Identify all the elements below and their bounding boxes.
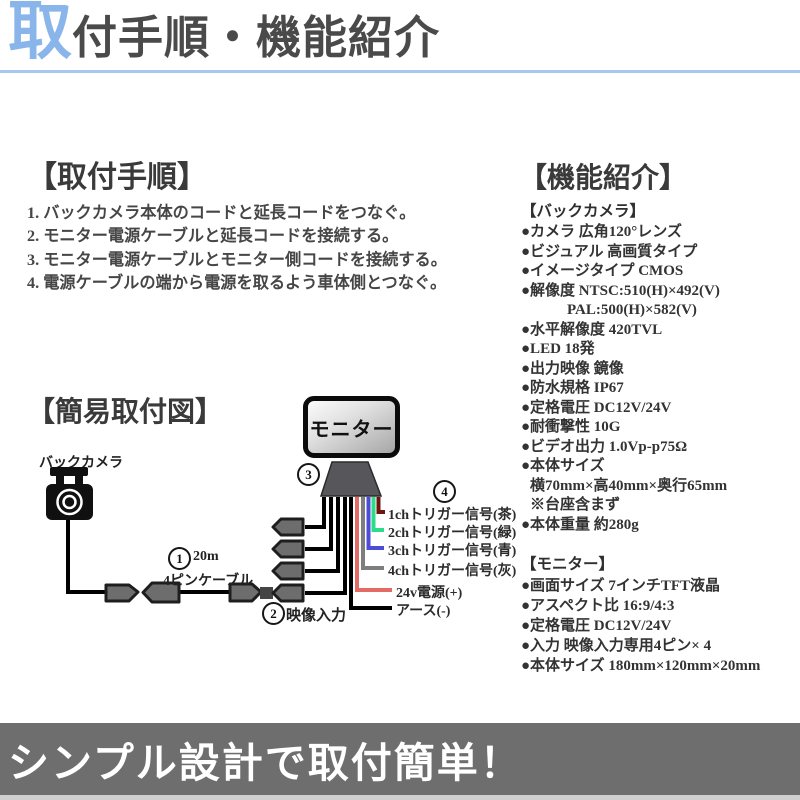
monitor-spec-list: ●画面サイズ 7インチTFT液晶 ●アスペクト比 16:9/4:3 ●定格電圧 … <box>521 576 799 676</box>
footer-banner: シンプル設計で取付簡単！ <box>0 723 800 795</box>
install-steps-list: 1. バックカメラ本体のコードと延長コードをつなぐ。 2. モニター電源ケーブル… <box>27 202 497 296</box>
wire-label-24v: 24v電源(+) <box>396 586 463 601</box>
install-step-2: 2. モニター電源ケーブルと延長コードを接続する。 <box>27 227 399 246</box>
header-underline <box>0 70 800 73</box>
spec-item: ●耐衝撃性 10G <box>521 419 621 435</box>
spec-item: ●水平解像度 420TVL <box>521 321 663 338</box>
spec-item: ●本体サイズ 180mm×120mm×20mm <box>521 658 761 674</box>
install-step-3: 3. モニター電源ケーブルとモニター側コードを接続する。 <box>27 250 447 269</box>
monitor: モニター <box>303 396 400 458</box>
features-title: 【機能紹介】 <box>519 163 688 194</box>
video-wire-3 <box>305 497 340 573</box>
header-accent-char: 取 <box>8 0 72 67</box>
callout-2-num: 2 <box>270 605 277 621</box>
wire-ground <box>349 497 392 610</box>
install-step-4: 4. 電源ケーブルの端から電源を取るよう車体側とつなぐ。 <box>27 274 447 293</box>
camera-spec-list: ●カメラ 広角120°レンズ ●ビジュアル 高画質タイプ ●イメージタイプ CM… <box>521 223 799 535</box>
callout-4-num: 4 <box>441 483 448 499</box>
spec-item: ●本体重量 約280g <box>521 516 639 533</box>
connector-plug <box>104 583 140 603</box>
features-section: 【機能紹介】 【バックカメラ】 ●カメラ 広角120°レンズ ●ビジュアル 高画… <box>519 156 799 676</box>
spec-item: ●解像度 NTSC:510(H)×492(V) <box>521 282 720 299</box>
diagram-title: 【簡易取付図】 <box>27 397 224 428</box>
spec-item: ●ビデオ出力 1.0Vp-p75Ω <box>521 438 688 455</box>
video-plug-1 <box>271 517 305 537</box>
connector-plug <box>141 581 181 604</box>
camera-spec-title: 【バックカメラ】 <box>521 203 646 220</box>
back-camera-icon <box>46 467 93 520</box>
callout-3-badge: 3 <box>297 463 320 486</box>
video-input-label: 映像入力 <box>286 608 347 624</box>
wire-1ch <box>376 497 385 514</box>
spec-item: ●防水規格 IP67 <box>521 380 624 396</box>
spec-item: ●アスペクト比 16:9/4:3 <box>521 598 675 614</box>
video-plug-2 <box>271 539 305 559</box>
footer-bottom-strip <box>0 795 800 800</box>
spec-item: ●出力映像 鏡像 <box>521 360 624 377</box>
wire-label-3ch: 3chトリガー信号(青) <box>388 544 517 559</box>
cable-length-label: 20m <box>193 549 219 564</box>
wire-4ch <box>361 497 384 570</box>
spec-item-continuation: ※台座含まず <box>530 497 621 513</box>
spec-item: ●入力 映像入力専用4ピン× 4 <box>521 638 712 654</box>
cable-type-label: 4ピンケーブル <box>163 574 254 589</box>
footer-slogan: シンプル設計で取付簡単！ <box>8 740 523 786</box>
page-header: 取 付手順・機能紹介 <box>8 0 440 68</box>
video-wire-1 <box>305 497 326 529</box>
video-plug-4 <box>271 583 305 603</box>
callout-1-num: 1 <box>176 550 183 566</box>
spec-item: ●カメラ 広角120°レンズ <box>521 224 683 240</box>
video-wire-4 <box>305 497 347 595</box>
spec-item: ●画面サイズ 7インチTFT液晶 <box>521 578 721 594</box>
spec-item: ●ビジュアル 高画質タイプ <box>521 243 698 260</box>
video-plug-3 <box>271 561 305 581</box>
wire-label-ground: アース(-) <box>396 604 451 619</box>
callout-4-badge: 4 <box>433 480 456 503</box>
spec-item: ●イメージタイプ CMOS <box>521 263 684 279</box>
spec-item: ●本体サイズ <box>521 458 605 474</box>
spec-item-continuation: 横70mm×高40mm×奥行65mm <box>530 477 728 494</box>
monitor-spec-title: 【モニター】 <box>521 556 615 573</box>
video-wire-2 <box>305 497 333 551</box>
spec-item: ●定格電圧 DC12V/24V <box>521 618 672 634</box>
monitor-connector <box>319 461 383 497</box>
spec-item: ●定格電圧 DC12V/24V <box>521 399 672 416</box>
wiring-diagram <box>46 461 392 610</box>
connector-junction <box>260 587 273 599</box>
install-step-1: 1. バックカメラ本体のコードと延長コードをつなぐ。 <box>27 204 416 222</box>
callout-1-badge: 1 <box>168 547 191 570</box>
install-steps-title: 【取付手順】 <box>27 161 207 194</box>
callout-3-num: 3 <box>305 466 312 482</box>
page-title: 付手順・機能紹介 <box>72 13 441 63</box>
callout-2-badge: 2 <box>262 602 285 625</box>
install-steps-section: 【取付手順】 1. バックカメラ本体のコードと延長コードをつなぐ。 2. モニタ… <box>27 152 497 296</box>
spec-item-continuation: PAL:500(H)×582(V) <box>567 302 697 318</box>
wire-label-2ch: 2chトリガー信号(緑) <box>388 526 517 541</box>
camera-cable <box>66 519 108 594</box>
wire-label-4ch: 4chトリガー信号(灰) <box>388 564 517 579</box>
wire-2ch <box>371 497 384 532</box>
wire-label-1ch: 1chトリガー信号(茶) <box>388 508 517 523</box>
connector-plug <box>228 582 263 603</box>
spec-item: ●LED 18発 <box>521 341 595 357</box>
monitor-screen-label: モニター <box>309 418 394 441</box>
wire-24v <box>355 497 392 592</box>
wire-3ch <box>366 497 384 550</box>
